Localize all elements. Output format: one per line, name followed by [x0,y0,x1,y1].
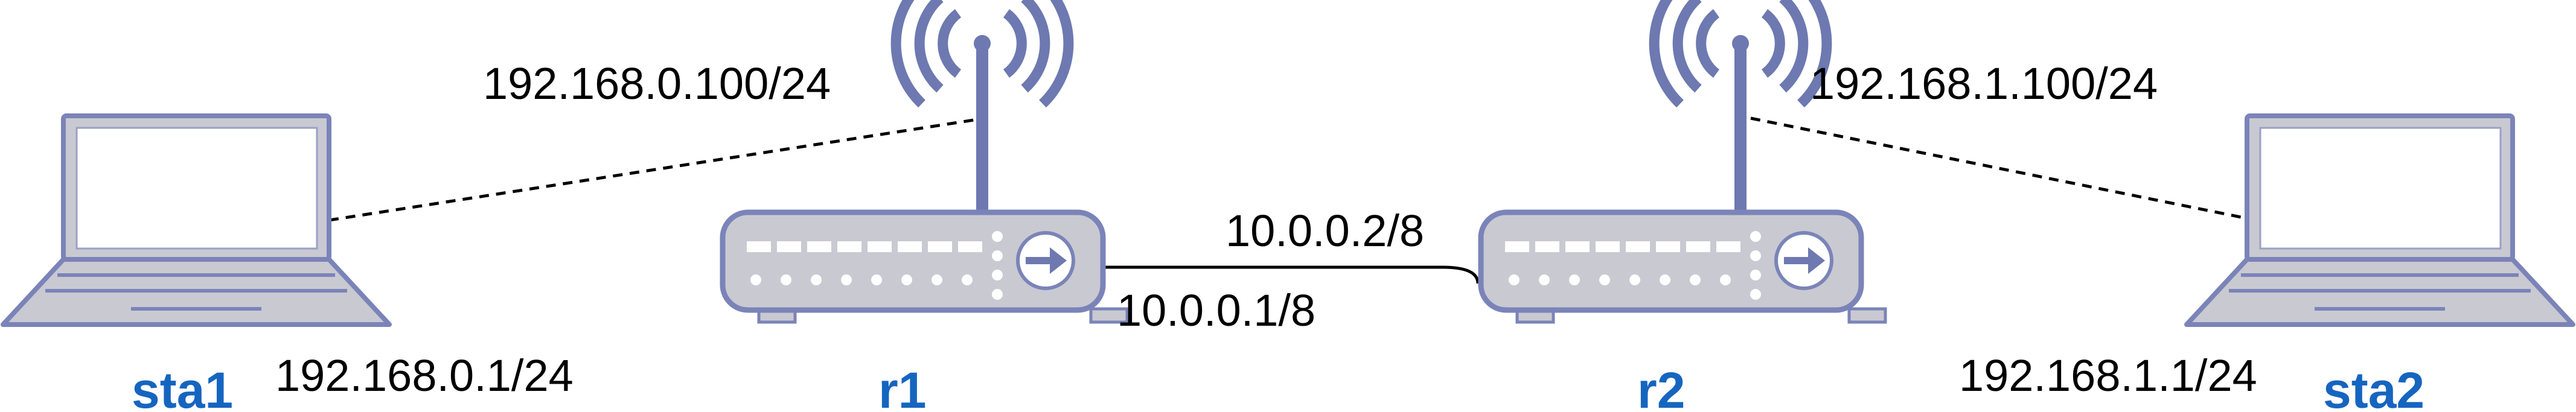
r2-wlan-address: 192.168.1.100/24 [1810,59,2158,109]
link-r1-r2 [1105,265,1480,284]
link-r2-sta2 [1750,116,2248,220]
r1-wlan-address: 192.168.0.100/24 [483,59,831,109]
node-label-r1: r1 [878,362,926,412]
link-sta1-r1 [328,116,986,222]
laptop-sta2-icon[interactable] [2187,116,2573,325]
router-r2-icon[interactable] [1481,0,1885,322]
sta2-wlan-address: 192.168.1.1/24 [1959,350,2257,401]
node-label-sta1: sta1 [132,362,233,412]
r1-eth-address: 10.0.0.1/8 [1117,285,1315,335]
node-label-r2: r2 [1637,362,1685,412]
r2-eth-address: 10.0.0.2/8 [1226,206,1424,256]
sta1-wlan-address: 192.168.0.1/24 [275,350,574,401]
laptop-sta1-icon[interactable] [3,116,389,325]
router-r1-icon[interactable] [723,0,1127,322]
node-label-sta2: sta2 [2323,362,2424,412]
